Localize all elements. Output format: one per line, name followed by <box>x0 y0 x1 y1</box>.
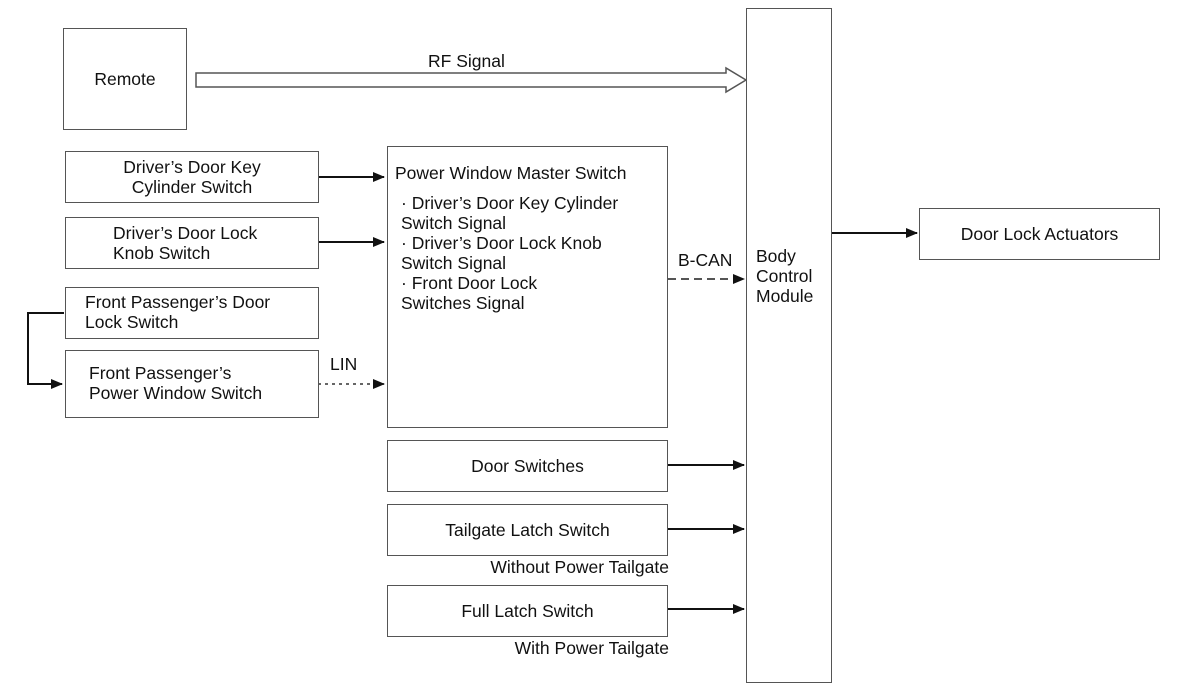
with-power-tailgate-label: With Power Tailgate <box>514 638 669 658</box>
bcm-line1: Body <box>756 246 796 266</box>
door-switches-box: Door Switches <box>387 440 668 492</box>
master-item-3-line2: Switches Signal <box>401 293 525 313</box>
bcan-label: B-CAN <box>678 250 733 270</box>
without-power-tailgate-label: Without Power Tailgate <box>490 557 669 577</box>
door-lock-actuators-box: Door Lock Actuators <box>919 208 1160 260</box>
tailgate-latch-label: Tailgate Latch Switch <box>445 520 610 540</box>
key-cylinder-line2: Cylinder Switch <box>131 177 253 197</box>
master-item-2-line2: Switch Signal <box>401 253 507 273</box>
power-window-master-switch-box: Power Window Master Switch · Driver’s Do… <box>387 146 668 428</box>
lock-knob-line2: Knob Switch <box>113 243 211 263</box>
front-pass-lock-arrow <box>27 312 64 389</box>
front-pass-window-line2: Power Window Switch <box>89 383 263 403</box>
full-latch-switch-box: Full Latch Switch <box>387 585 668 637</box>
tailgate-latch-switch-box: Tailgate Latch Switch <box>387 504 668 556</box>
full-latch-label: Full Latch Switch <box>461 601 594 621</box>
key-cylinder-line1: Driver’s Door Key <box>123 157 261 177</box>
front-pass-lock-line1: Front Passenger’s Door <box>85 292 271 312</box>
remote-label: Remote <box>94 69 156 89</box>
front-pass-lock-switch-box: Front Passenger’s Door Lock Switch <box>65 287 319 339</box>
master-item-1-line2: Switch Signal <box>401 213 507 233</box>
lock-knob-line1: Driver’s Door Lock <box>113 223 258 243</box>
rf-signal-label: RF Signal <box>428 51 505 71</box>
bcm-line3: Module <box>756 286 814 306</box>
rf-signal-arrow <box>195 66 748 94</box>
front-pass-window-line1: Front Passenger’s <box>89 363 232 383</box>
front-pass-lock-line2: Lock Switch <box>85 312 179 332</box>
door-lock-actuators-label: Door Lock Actuators <box>960 224 1119 244</box>
master-switch-title: Power Window Master Switch <box>395 163 627 183</box>
body-control-module-box: Body Control Module <box>746 8 832 683</box>
lock-knob-switch-box: Driver’s Door Lock Knob Switch <box>65 217 319 269</box>
remote-box: Remote <box>63 28 187 130</box>
door-switches-label: Door Switches <box>471 456 584 476</box>
lin-label: LIN <box>330 354 358 374</box>
master-item-3-line1: · Front Door Lock <box>401 273 538 293</box>
key-cylinder-switch-box: Driver’s Door Key Cylinder Switch <box>65 151 319 203</box>
front-pass-window-switch-box: Front Passenger’s Power Window Switch <box>65 350 319 418</box>
master-item-2-line1: · Driver’s Door Lock Knob <box>401 233 602 253</box>
master-item-1-line1: · Driver’s Door Key Cylinder <box>401 193 619 213</box>
bcm-line2: Control <box>756 266 813 286</box>
